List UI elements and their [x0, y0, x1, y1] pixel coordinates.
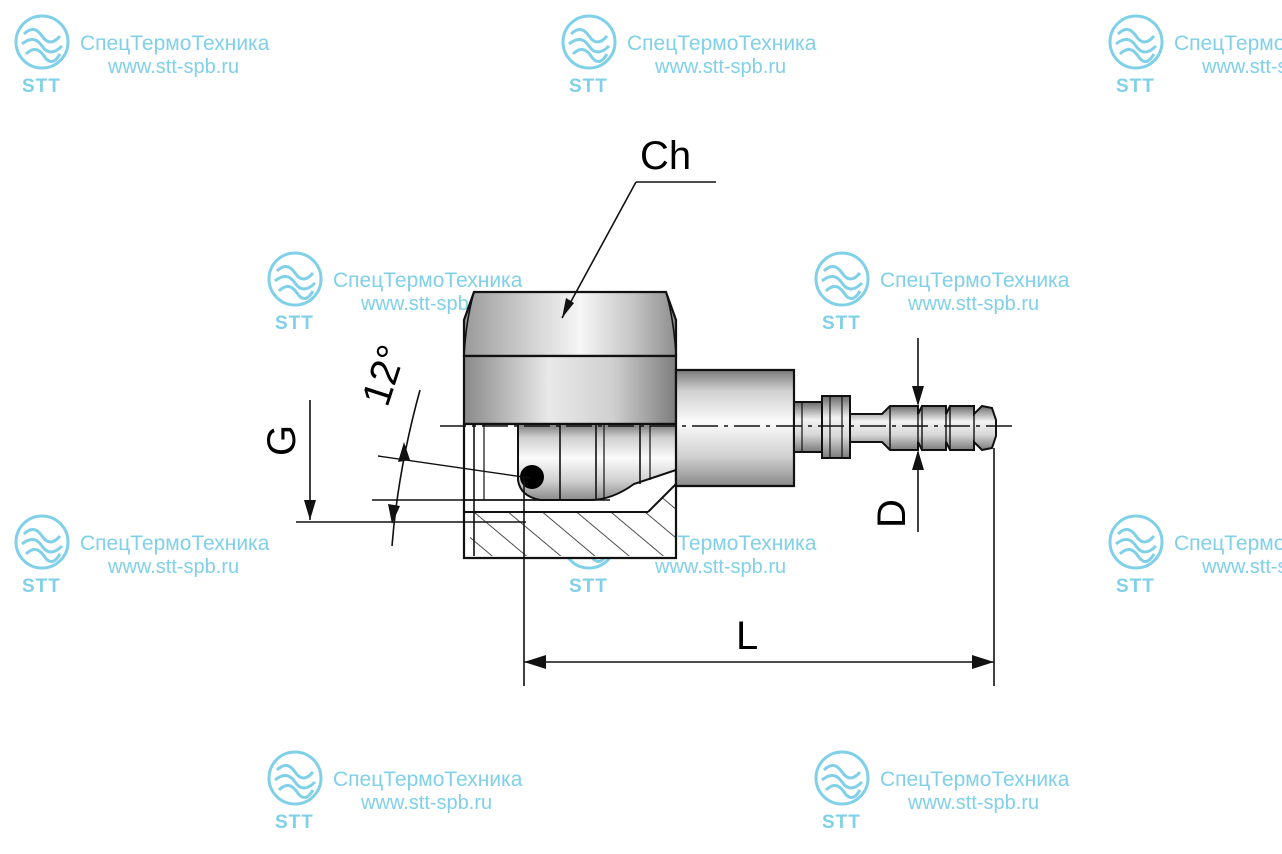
watermark-url: www.stt-spb.ru [1202, 556, 1282, 578]
watermark-url: www.stt-spb.ru [361, 293, 493, 315]
watermark-url: www.stt-spb.ru [1202, 56, 1282, 78]
watermark-url: www.stt-spb.ru [908, 792, 1040, 814]
watermark-abbr: STT [822, 313, 861, 334]
watermark-bottom-right: СпецТермоТехника www.stt-spb.ru STT [814, 750, 1114, 840]
watermark-url: www.stt-spb.ru [361, 792, 493, 814]
watermark-company: СпецТермоТехника [880, 768, 1070, 791]
stt-logo-icon [814, 750, 870, 806]
nipple-inside-nut [517, 423, 677, 501]
watermark-abbr: STT [22, 76, 61, 97]
watermark-company: СпецТермоТехника [80, 532, 270, 555]
watermark-company: СпецТермоТехника [333, 768, 523, 791]
watermark-abbr: STT [275, 812, 314, 833]
o-ring-seal [520, 465, 544, 489]
watermark-url: www.stt-spb.ru [108, 556, 240, 578]
watermark-top-right: СпецТермоТехника www.stt-spb.ru STT [1108, 14, 1282, 104]
label-diameter-d: D [870, 499, 914, 528]
label-hex-ch: Ch [640, 134, 692, 178]
collar [821, 395, 851, 459]
watermark-top-center: СпецТермоТехника www.stt-spb.ru STT [561, 14, 861, 104]
watermark-company: СпецТермоТехника [1174, 532, 1282, 555]
watermark-abbr: STT [1116, 76, 1155, 97]
watermark-abbr: STT [1116, 576, 1155, 597]
stt-logo-icon [267, 750, 323, 806]
watermark-url: www.stt-spb.ru [655, 556, 787, 578]
stt-logo-icon [814, 251, 870, 307]
watermark-top-left: СпецТермоТехника www.stt-spb.ru STT [14, 14, 314, 104]
watermark-abbr: STT [569, 76, 608, 97]
watermark-mid-right: СпецТермоТехника www.stt-spb.ru STT [814, 251, 1114, 341]
watermark-company: СпецТермоТехника [1174, 32, 1282, 55]
watermark-abbr: STT [22, 576, 61, 597]
watermark-abbr: STT [275, 313, 314, 334]
hex-nut-middle-face [462, 354, 678, 426]
watermark-bottom-left: СпецТермоТехника www.stt-spb.ru STT [267, 750, 567, 840]
body-cylinder [674, 368, 796, 488]
watermark-company: СпецТермоТехника [627, 32, 817, 55]
watermark-abbr: STT [822, 812, 861, 833]
stt-logo-icon [1108, 514, 1164, 570]
watermark-low-left: СпецТермоТехника www.stt-spb.ru STT [14, 514, 314, 604]
label-length-l: L [736, 614, 759, 658]
watermark-company: СпецТермоТехника [80, 32, 270, 55]
label-thread-g: G [260, 424, 304, 456]
watermark-mid-left: СпецТермоТехника www.stt-spb.ru STT [267, 251, 567, 341]
watermark-url: www.stt-spb.ru [655, 56, 787, 78]
stt-logo-icon [561, 14, 617, 70]
watermark-company: СпецТермоТехника [880, 269, 1070, 292]
stt-logo-icon [1108, 14, 1164, 70]
watermark-url: www.stt-spb.ru [908, 293, 1040, 315]
watermark-company: СпецТермоТехника [333, 269, 523, 292]
stt-logo-icon [267, 251, 323, 307]
stt-logo-icon [14, 14, 70, 70]
watermark-low-right: СпецТермоТехника www.stt-spb.ru STT [1108, 514, 1282, 604]
stt-logo-icon [14, 514, 70, 570]
watermark-abbr: STT [569, 576, 608, 597]
watermark-url: www.stt-spb.ru [108, 56, 240, 78]
